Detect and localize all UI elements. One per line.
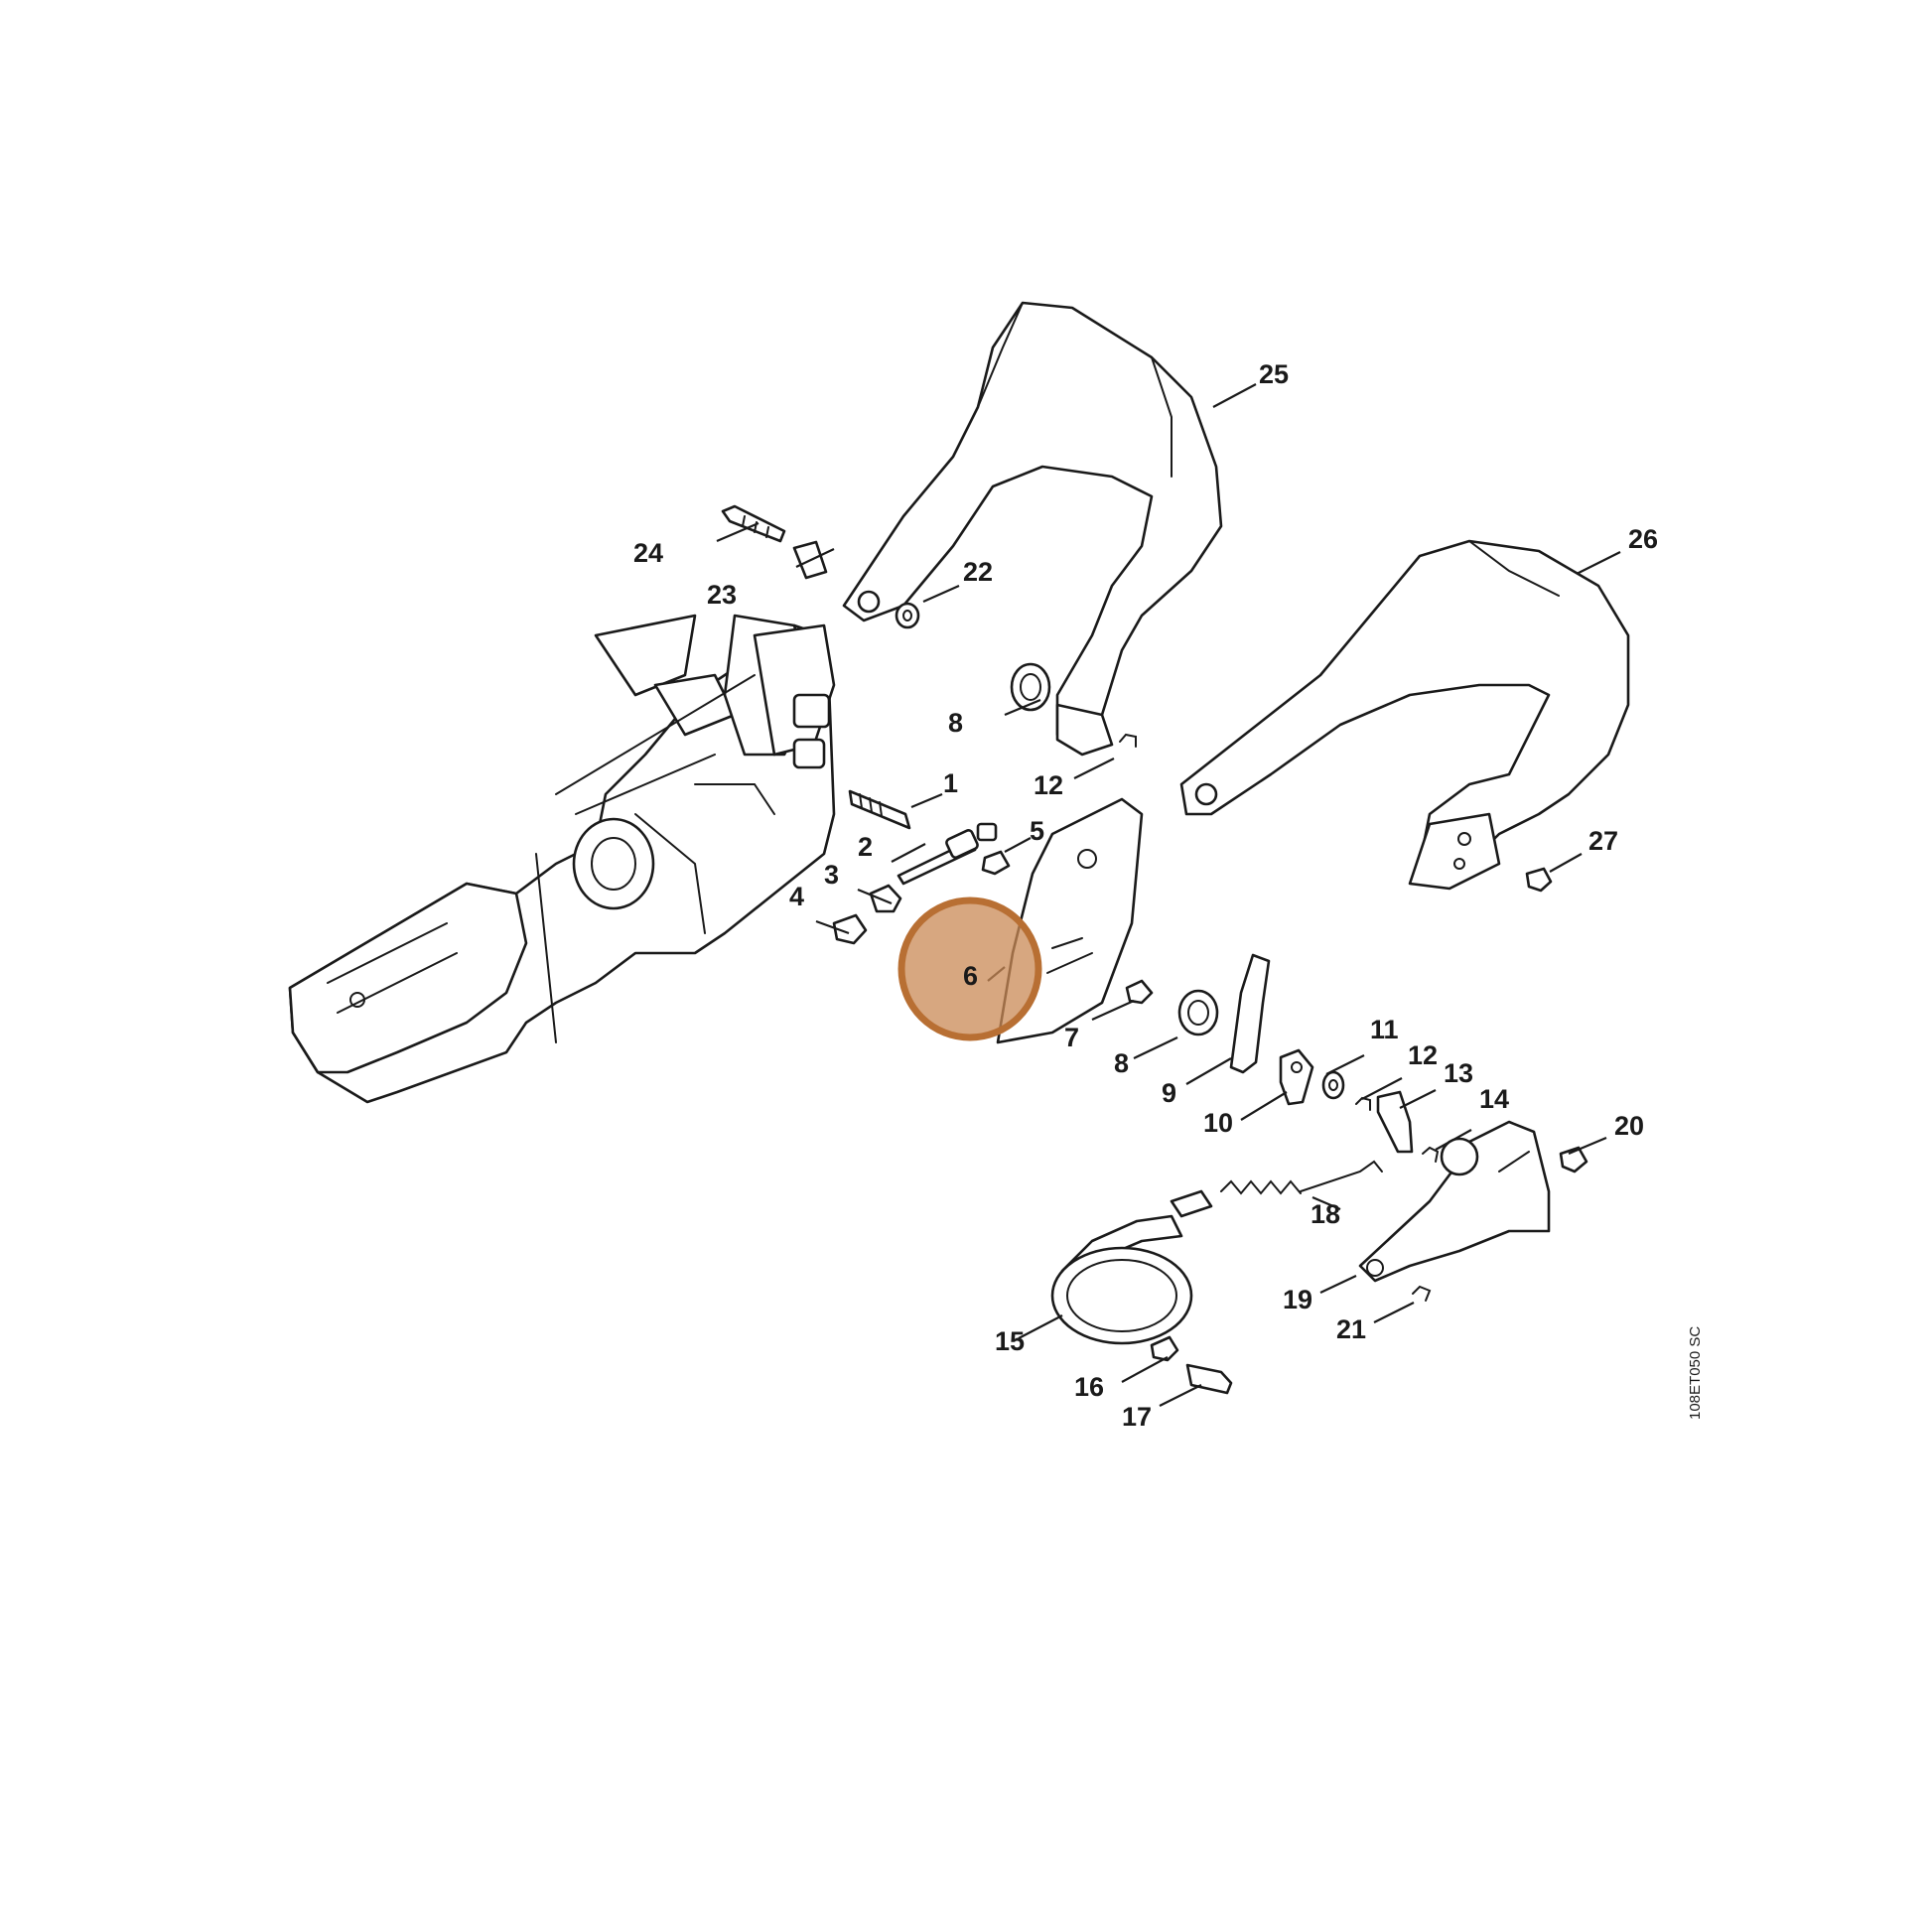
handle-bar (842, 301, 1223, 757)
callout-12-upper[interactable]: 12 (1034, 770, 1063, 800)
callout-21[interactable]: 21 (1336, 1314, 1366, 1344)
callout-labels: 1 2 3 4 5 6 7 8 8 9 10 11 12 12 13 14 15… (633, 359, 1658, 1432)
callout-7[interactable]: 7 (1064, 1023, 1079, 1052)
callout-14[interactable]: 14 (1479, 1084, 1509, 1114)
brake-lever (1358, 1120, 1551, 1283)
callout-13[interactable]: 13 (1444, 1058, 1473, 1088)
callout-11[interactable]: 11 (1370, 1015, 1399, 1044)
callout-4[interactable]: 4 (789, 882, 804, 911)
leader-lines (716, 383, 1621, 1407)
brake-band (1050, 1189, 1213, 1345)
callout-27[interactable]: 27 (1588, 826, 1618, 856)
crankcase-housing (288, 614, 836, 1104)
callout-6[interactable]: 6 (963, 961, 978, 991)
callout-19[interactable]: 19 (1283, 1285, 1312, 1314)
callout-5[interactable]: 5 (1030, 816, 1044, 846)
callout-8-upper[interactable]: 8 (948, 708, 963, 738)
callout-23[interactable]: 23 (707, 580, 737, 610)
callout-24[interactable]: 24 (633, 538, 663, 568)
small-parts (721, 504, 1588, 1395)
hand-guard (1179, 539, 1630, 891)
callout-25[interactable]: 25 (1259, 359, 1289, 389)
callout-10[interactable]: 10 (1203, 1108, 1233, 1138)
callout-12-lower[interactable]: 12 (1408, 1040, 1438, 1070)
callout-26[interactable]: 26 (1628, 524, 1658, 554)
reference-code: 108ET050 SC (1687, 1326, 1704, 1420)
callout-22[interactable]: 22 (963, 557, 993, 587)
callout-16[interactable]: 16 (1074, 1372, 1104, 1402)
callout-17[interactable]: 17 (1122, 1402, 1152, 1432)
callout-15[interactable]: 15 (995, 1326, 1025, 1356)
highlight-marker (897, 897, 1042, 1041)
callout-8-lower[interactable]: 8 (1114, 1048, 1129, 1078)
callout-20[interactable]: 20 (1614, 1111, 1644, 1141)
callout-1[interactable]: 1 (943, 768, 958, 798)
callout-2[interactable]: 2 (858, 832, 873, 862)
callout-3[interactable]: 3 (824, 860, 839, 890)
callout-18[interactable]: 18 (1311, 1199, 1340, 1229)
callout-9[interactable]: 9 (1162, 1078, 1176, 1108)
